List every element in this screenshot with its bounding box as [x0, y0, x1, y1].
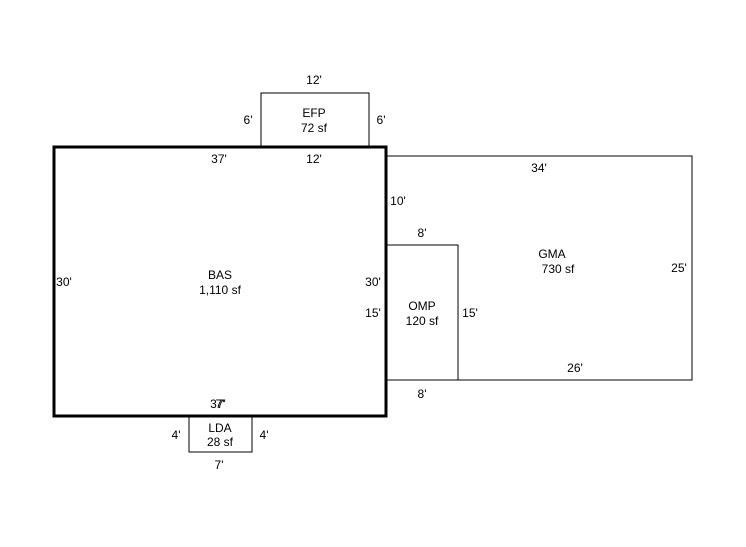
gma-area: 730 sf — [542, 262, 575, 276]
omp-dim-left: 15' — [365, 306, 381, 320]
gma-dim-right: 25' — [671, 261, 687, 275]
efp-area: 72 sf — [301, 121, 328, 135]
gma-dim-bottom: 26' — [567, 361, 583, 375]
efp-dim-right: 6' — [377, 113, 386, 127]
gma-name: GMA — [538, 247, 565, 261]
omp-dim-top: 8' — [418, 226, 427, 240]
efp-dim-left: 6' — [244, 113, 253, 127]
bas-outline — [52, 145, 388, 418]
efp-dim-bottom: 12' — [306, 152, 322, 166]
gma-dim-top: 34' — [531, 161, 547, 175]
bas-dim-bottom: 37' — [210, 397, 226, 411]
lda-dim-left: 4' — [172, 428, 181, 442]
lda-area: 28 sf — [207, 435, 234, 449]
lda-name: LDA — [208, 421, 231, 435]
lda-dim-top: 7' — [216, 397, 225, 411]
omp-dim-right: 15' — [462, 306, 478, 320]
bas-dim-left: 30' — [56, 275, 72, 289]
lda-dim-right: 4' — [260, 428, 269, 442]
efp-name: EFP — [302, 106, 325, 120]
gma-outline — [386, 155, 693, 381]
efp-outline — [260, 92, 370, 147]
bas-name: BAS — [208, 268, 232, 282]
bas-area: 1,110 sf — [199, 283, 241, 297]
omp-area: 120 sf — [406, 314, 439, 328]
omp-dim-bottom: 8' — [418, 387, 427, 401]
lda-outline — [188, 416, 253, 453]
lda-dim-bottom: 7' — [215, 458, 224, 472]
bas-dim-right: 30' — [365, 275, 381, 289]
efp-dim-top: 12' — [306, 73, 322, 87]
omp-outline — [386, 244, 459, 380]
gma-dim-left-upper: 10' — [390, 194, 406, 208]
bas-dim-top: 37' — [211, 152, 227, 166]
omp-name: OMP — [408, 299, 435, 313]
